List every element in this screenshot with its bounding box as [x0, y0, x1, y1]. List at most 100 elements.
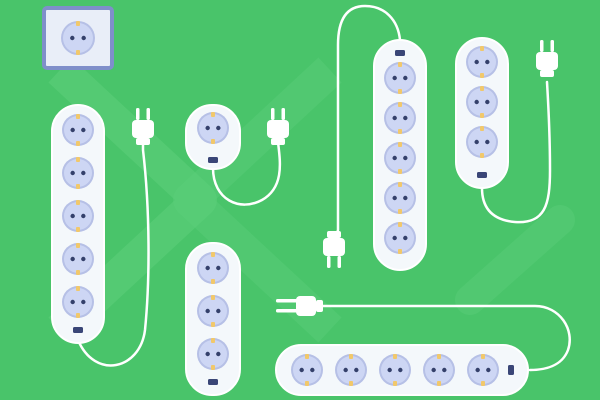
watermark-bar: [455, 205, 575, 315]
socket-ground-clip: [76, 313, 80, 318]
power-indicator: [477, 172, 487, 178]
socket-hole: [474, 59, 479, 65]
plug-body: [132, 120, 154, 138]
socket-face: [199, 340, 227, 368]
socket-ground-clip: [76, 184, 80, 189]
socket: [423, 354, 455, 386]
socket-hole: [81, 127, 86, 133]
socket: [291, 354, 323, 386]
socket-ground-clip: [305, 381, 309, 386]
plug-prong: [276, 299, 298, 303]
socket: [384, 142, 416, 174]
socket: [466, 86, 498, 118]
socket-ground-clip: [480, 126, 484, 131]
socket-hole: [387, 367, 392, 373]
strip-center-tall: [373, 39, 427, 271]
socket-face: [293, 356, 321, 384]
socket-ground-clip: [398, 62, 402, 67]
socket-hole: [392, 195, 397, 201]
strip-right-vertical: [455, 37, 509, 189]
plug-neck: [136, 138, 150, 145]
socket-hole: [485, 139, 490, 145]
socket-hole: [485, 99, 490, 105]
plug-bottom-strip: [276, 296, 323, 316]
socket: [384, 222, 416, 254]
plug-body: [323, 238, 345, 256]
socket-hole: [354, 367, 359, 373]
socket: [197, 338, 229, 370]
power-indicator: [73, 327, 83, 333]
socket-face: [468, 128, 496, 156]
socket-hole: [81, 256, 86, 262]
socket-hole: [431, 367, 436, 373]
socket-hole: [485, 59, 490, 65]
socket-hole: [310, 367, 315, 373]
socket: [62, 114, 94, 146]
socket-hole: [70, 299, 75, 305]
plug-body: [267, 120, 289, 138]
socket: [197, 252, 229, 284]
socket-face: [64, 202, 92, 230]
plug-prong: [146, 108, 150, 120]
strip-left-vertical: [51, 104, 105, 344]
socket-hole: [486, 367, 491, 373]
socket-hole: [392, 115, 397, 121]
socket-face: [199, 254, 227, 282]
socket-face: [199, 114, 227, 142]
socket: [379, 354, 411, 386]
plug-prong: [136, 108, 140, 120]
socket-ground-clip: [398, 222, 402, 227]
socket-face: [64, 288, 92, 316]
socket-hole: [70, 127, 75, 133]
socket-hole: [403, 155, 408, 161]
socket-ground-clip: [76, 114, 80, 119]
power-indicator: [395, 50, 405, 56]
cable-bottom-strip: [316, 304, 571, 372]
socket-face: [386, 224, 414, 252]
socket: [384, 62, 416, 94]
socket-face: [425, 356, 453, 384]
socket-face: [199, 297, 227, 325]
socket-ground-clip: [437, 381, 441, 386]
socket-face: [64, 159, 92, 187]
socket-hole: [392, 75, 397, 81]
socket-ground-clip: [393, 381, 397, 386]
strip-small-single: [185, 104, 241, 170]
plug-neck: [327, 231, 341, 238]
socket-ground-clip: [480, 113, 484, 118]
socket: [62, 200, 94, 232]
socket: [467, 354, 499, 386]
socket-ground-clip: [398, 249, 402, 254]
socket-hole: [474, 99, 479, 105]
socket-face: [64, 116, 92, 144]
socket-hole: [403, 115, 408, 121]
socket-ground-clip: [398, 129, 402, 134]
cable-center-strip: [333, 4, 402, 242]
socket: [62, 157, 94, 189]
strip-bottom-vertical: [185, 242, 241, 396]
socket-face: [386, 104, 414, 132]
power-indicator: [208, 157, 218, 163]
socket-ground-clip: [211, 139, 215, 144]
socket-ground-clip: [398, 89, 402, 94]
socket-ground-clip: [481, 354, 485, 359]
socket-hole: [205, 125, 210, 131]
strip-bottom-horizontal: [275, 344, 529, 396]
socket-ground-clip: [211, 322, 215, 327]
power-indicator: [208, 379, 218, 385]
cable-right-strip: [480, 80, 552, 224]
socket-hole: [70, 170, 75, 176]
socket-ground-clip: [76, 141, 80, 146]
power-indicator: [508, 365, 514, 375]
socket-hole: [81, 299, 86, 305]
socket-ground-clip: [480, 153, 484, 158]
socket-hole: [70, 35, 75, 41]
socket-ground-clip: [76, 50, 80, 55]
plug-left-strip: [132, 108, 154, 145]
plug-prong: [540, 40, 544, 52]
socket: [384, 102, 416, 134]
plug-prong: [281, 108, 285, 120]
watermark-chevron-left: [48, 57, 217, 343]
socket-ground-clip: [211, 279, 215, 284]
socket-ground-clip: [437, 354, 441, 359]
